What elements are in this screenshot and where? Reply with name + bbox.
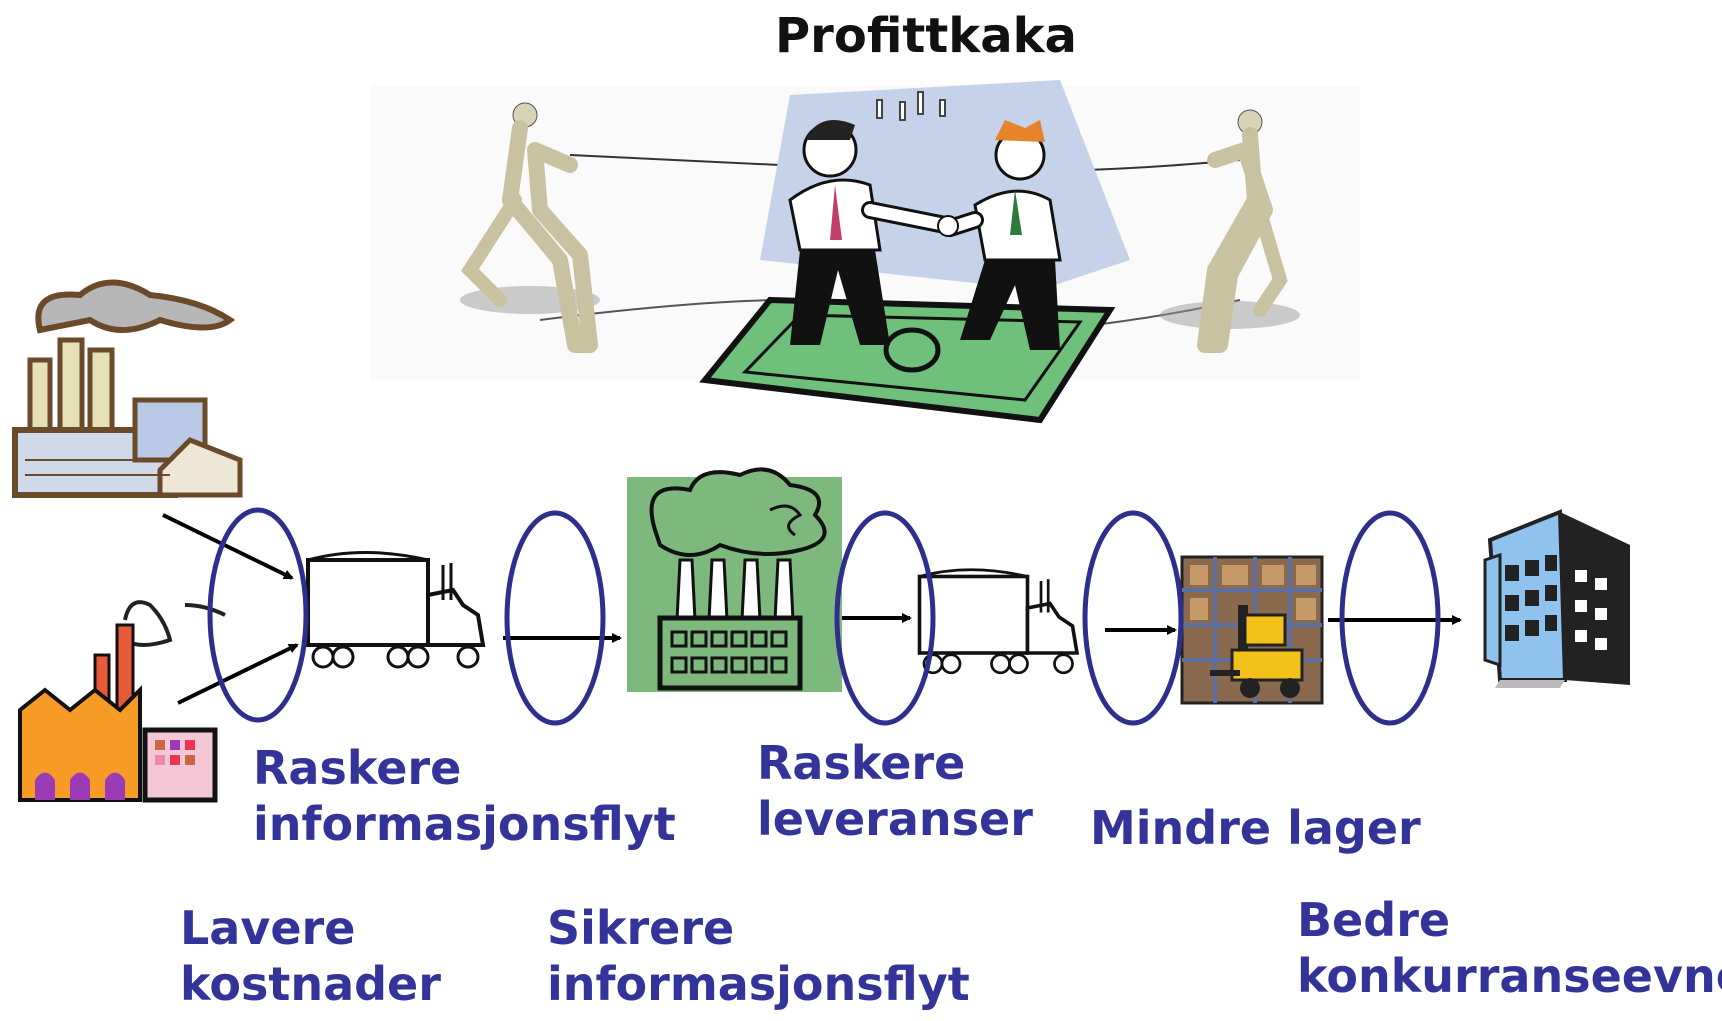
ellipse-delivery xyxy=(834,510,936,726)
profit-cake-illustration xyxy=(370,80,1360,424)
label-mindre-lager: Mindre lager xyxy=(1090,800,1421,856)
ellipse-info xyxy=(504,510,606,726)
label-line: konkurranseevne xyxy=(1297,949,1722,1004)
label-line: informasjonsflyt xyxy=(547,957,970,1012)
label-line: informasjonsflyt xyxy=(253,797,676,852)
tug-of-war-figure-left-icon xyxy=(460,102,600,353)
label-line: Bedre xyxy=(1297,893,1451,947)
factory-top-icon xyxy=(12,279,243,498)
businessmen-handshake-icon xyxy=(699,80,1130,424)
label-line: kostnader xyxy=(180,957,441,1012)
truck-icon xyxy=(917,568,1080,675)
ellipse-customer xyxy=(1339,510,1441,726)
truck-icon xyxy=(306,551,486,669)
label-raskere-informasjonsflyt: Raskere informasjonsflyt xyxy=(253,740,676,852)
label-bedre-konkurranseevne: Bedre konkurranseevne xyxy=(1297,892,1722,1004)
ellipse-warehouse xyxy=(1082,510,1184,726)
warehouse-forklift-icon xyxy=(1180,555,1324,705)
factory-bottom-icon xyxy=(18,600,226,803)
tug-of-war-figure-right-icon xyxy=(1160,109,1300,353)
label-line: Sikrere xyxy=(547,901,735,955)
label-line: leveranser xyxy=(757,792,1033,847)
diagram-title: Profittkaka xyxy=(775,8,1077,64)
office-building-icon xyxy=(1483,509,1630,688)
label-line: Raskere xyxy=(757,736,966,790)
label-raskere-leveranser: Raskere leveranser xyxy=(757,735,1033,847)
arrow-top-factory xyxy=(162,513,294,580)
label-sikrere-informasjonsflyt: Sikrere informasjonsflyt xyxy=(547,900,970,1012)
ellipse-inbound xyxy=(207,507,309,723)
label-line: Mindre lager xyxy=(1090,801,1421,855)
label-lavere-kostnader: Lavere kostnader xyxy=(180,900,441,1012)
flow-ellipses xyxy=(207,507,1441,726)
arrow-bottom-factory xyxy=(177,643,299,705)
label-line: Raskere xyxy=(253,741,462,795)
factory-green-icon xyxy=(627,467,842,692)
label-line: Lavere xyxy=(180,901,356,955)
